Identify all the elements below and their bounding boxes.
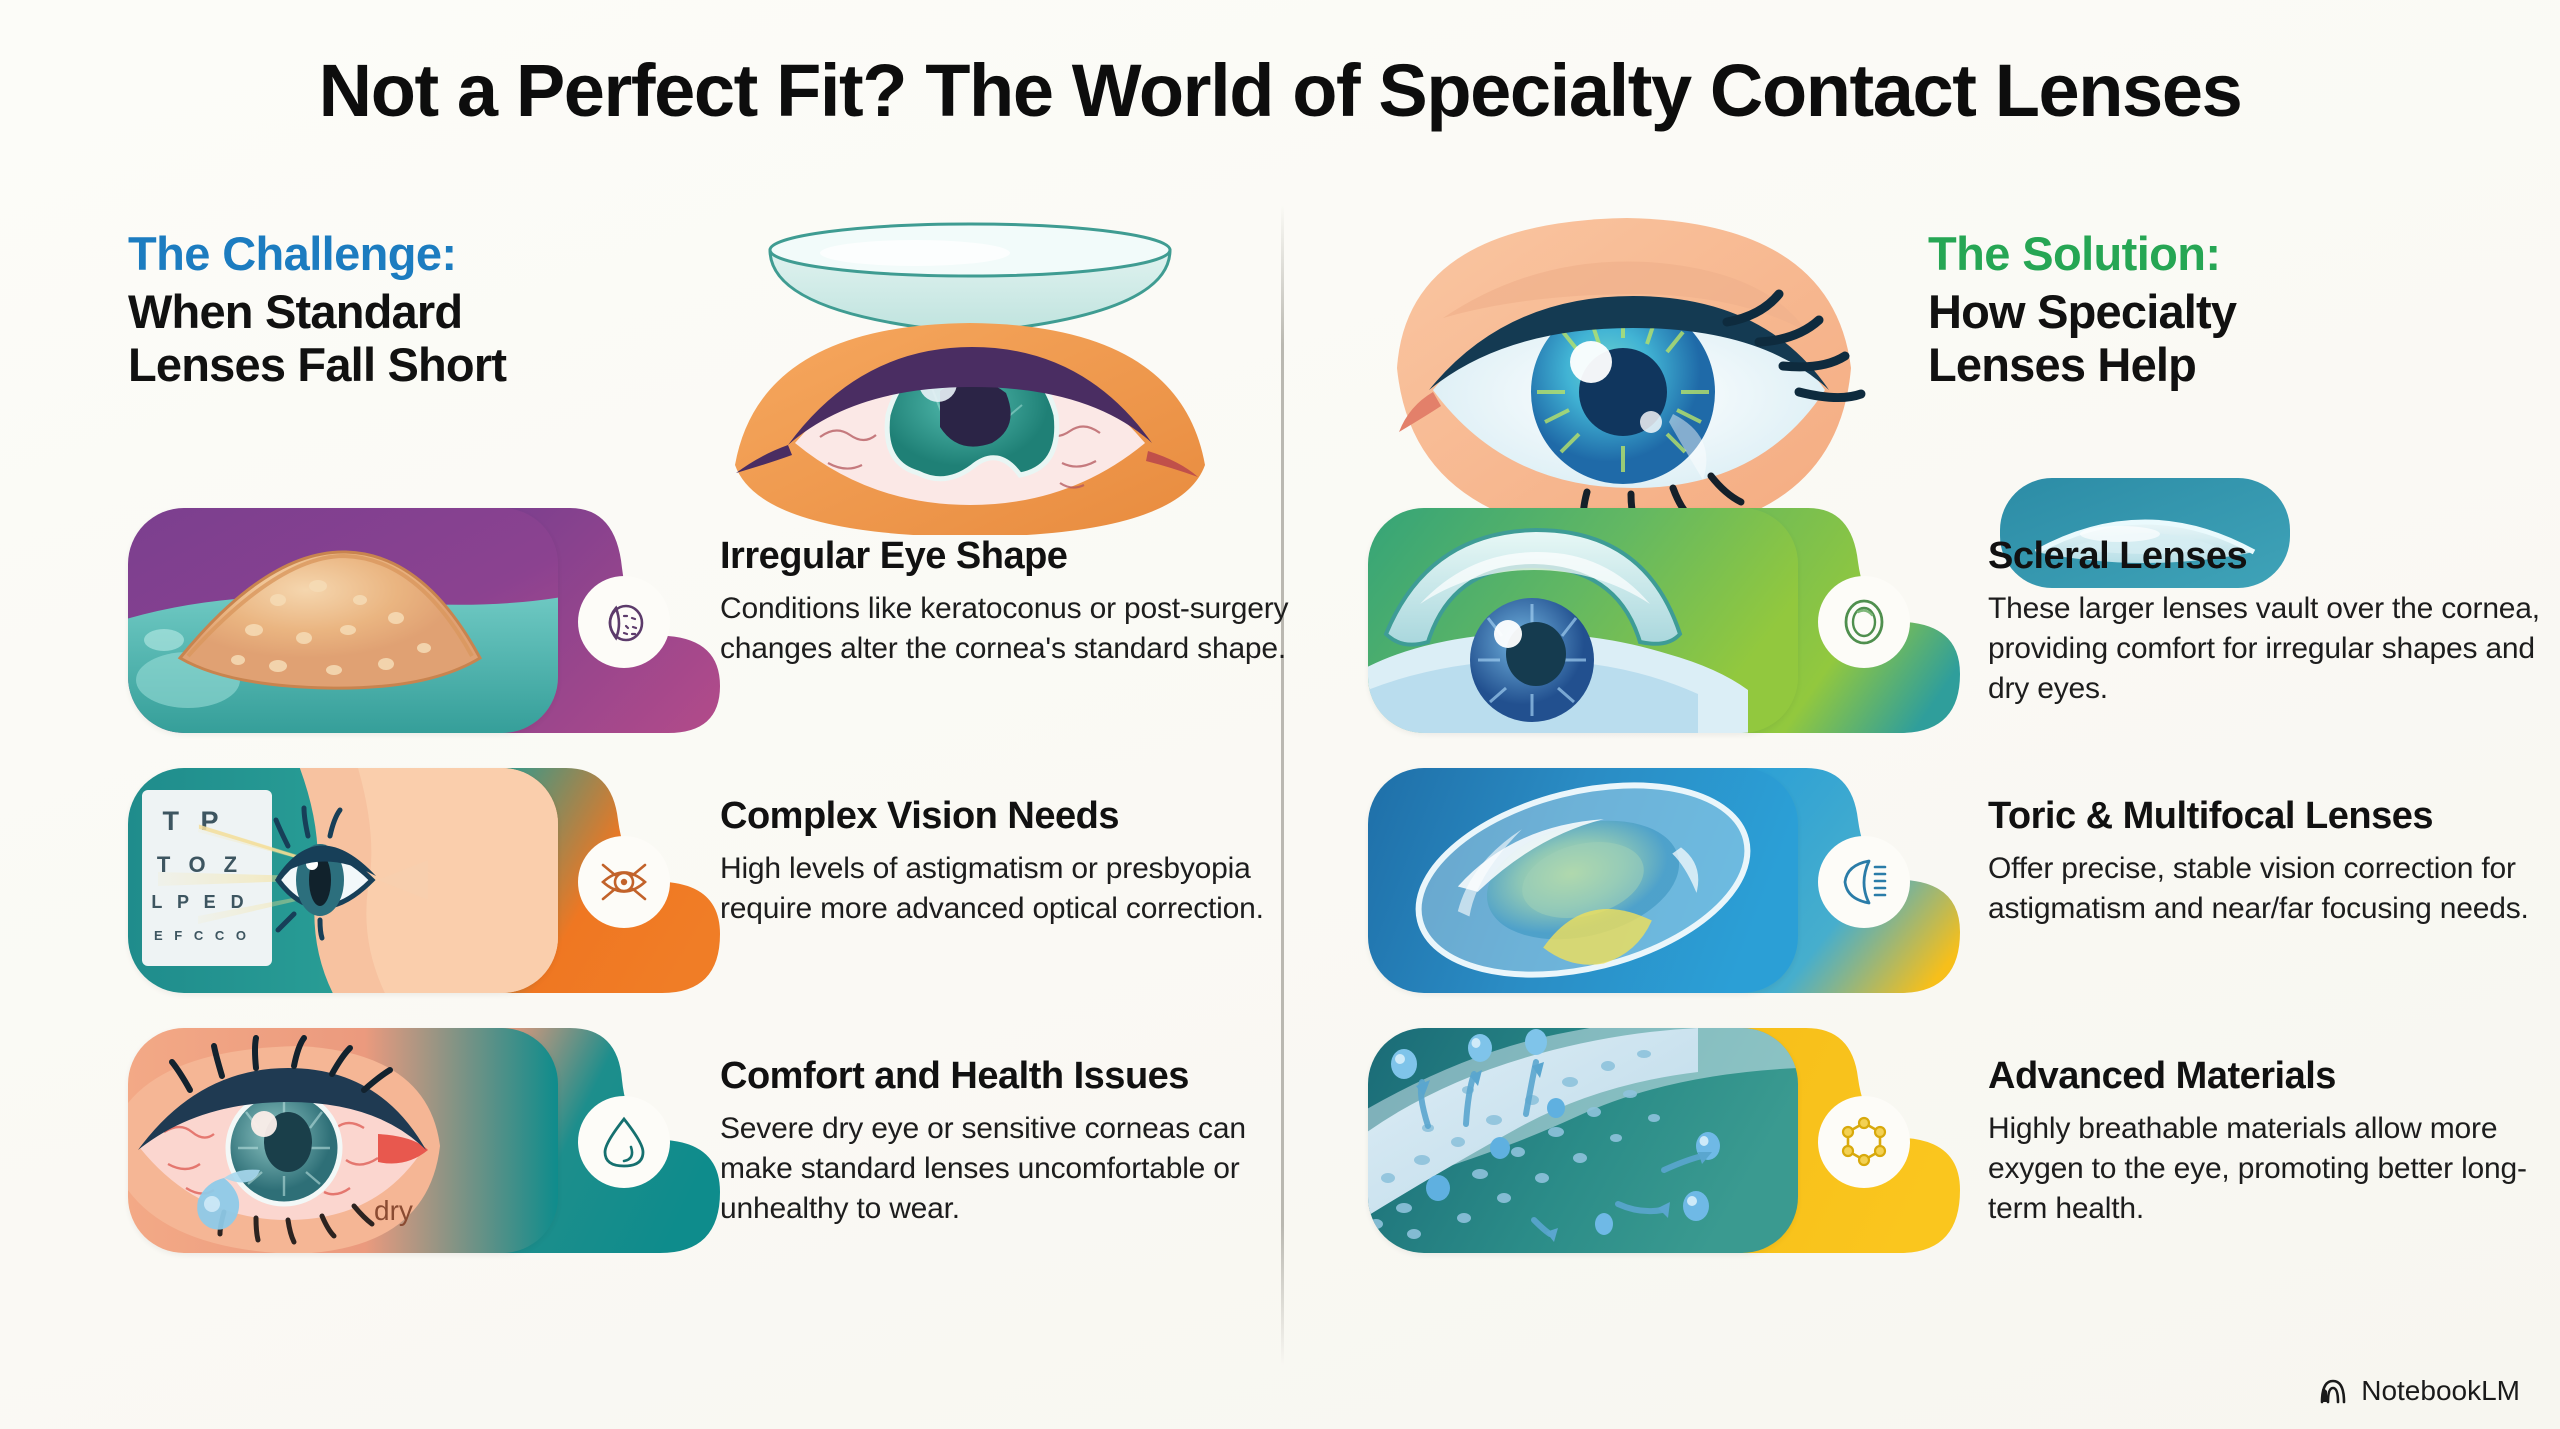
challenge-title-line1: When Standard [128, 284, 463, 338]
challenge-item-1-body: Conditions like keratoconus or post-surg… [720, 591, 1289, 665]
challenge-item-2-text: Complex Vision Needs High levels of asti… [720, 795, 1300, 929]
molecule-hexagon-icon [1841, 1116, 1887, 1167]
solution-column-heading: The Solution: How Specialty Lenses Help [1928, 227, 2528, 392]
dry-label: dry [374, 1195, 413, 1226]
scleral-lens-vault-illustration [1368, 508, 1798, 733]
column-divider [1281, 205, 1284, 1365]
eye-chart-row-4: E F C C O [154, 928, 250, 943]
eye-with-contact-lens-illustration [700, 205, 1240, 537]
eye-chart-vision-illustration: T P T O Z L P E D E F C C O [128, 768, 558, 993]
challenge-item-2-body: High levels of astigmatism or presbyopia… [720, 851, 1264, 925]
solution-title-line2: Lenses Help [1928, 338, 2197, 392]
solution-item-1: Scleral Lenses These larger lenses vault… [1368, 508, 2540, 740]
toric-multifocal-lens-illustration [1368, 768, 1798, 993]
multifocal-lens-icon-badge [1818, 836, 1910, 928]
solution-item-2: Toric & Multifocal Lenses Offer precise,… [1368, 768, 2538, 1000]
lens-ring-icon-badge [1818, 576, 1910, 668]
challenge-column-heading: The Challenge: When Standard Lenses Fall… [128, 227, 748, 392]
blurred-vision-eye-icon [601, 863, 647, 901]
solution-item-2-body: Offer precise, stable vision correction … [1988, 851, 2529, 925]
challenge-title-line2: Lenses Fall Short [128, 338, 507, 392]
challenge-item-3-text: Comfort and Health Issues Severe dry eye… [720, 1055, 1300, 1228]
challenge-item-3-heading: Comfort and Health Issues [720, 1055, 1189, 1097]
solution-item-3-heading: Advanced Materials [1988, 1055, 2336, 1097]
keratoconus-cornea-illustration [128, 508, 558, 733]
solution-item-3: Advanced Materials Highly breathable mat… [1368, 1028, 2538, 1260]
breathable-material-oxygen-illustration [1368, 1028, 1798, 1253]
solution-item-3-body: Highly breathable materials allow more e… [1988, 1111, 2527, 1225]
solution-eyebrow: The Solution: [1928, 227, 2221, 280]
solution-item-1-heading: Scleral Lenses [1988, 535, 2248, 577]
eye-chart-row-3: L P E D [151, 892, 248, 912]
cornea-cone-icon-badge [578, 576, 670, 668]
solution-title-line1: How Specialty [1928, 284, 2237, 338]
cornea-cone-icon [608, 604, 644, 642]
tear-drop-icon-badge [578, 1096, 670, 1188]
challenge-item-1: Irregular Eye Shape Conditions like kera… [128, 508, 1289, 740]
challenge-item-1-heading: Irregular Eye Shape [720, 535, 1068, 577]
challenge-item-1-text: Irregular Eye Shape Conditions like kera… [720, 535, 1300, 669]
lens-ring-icon [1844, 599, 1884, 645]
challenge-eyebrow: The Challenge: [128, 227, 457, 280]
dry-irritated-eye-illustration: dry [128, 1028, 558, 1253]
notebooklm-logo-icon [2320, 1379, 2346, 1404]
notebooklm-watermark: NotebookLM [2319, 1375, 2520, 1407]
multifocal-lens-icon [1843, 859, 1887, 905]
solution-item-2-text: Toric & Multifocal Lenses Offer precise,… [1988, 795, 2548, 929]
solution-item-1-body: These larger lenses vault over the corne… [1988, 591, 2540, 705]
challenge-item-3: dry Comfort and Health Issues Severe dry… [128, 1028, 1258, 1260]
blurred-vision-eye-icon-badge [578, 836, 670, 928]
challenge-item-3-body: Severe dry eye or sensitive corneas can … [720, 1111, 1246, 1225]
page-title: Not a Perfect Fit? The World of Specialt… [318, 49, 2243, 132]
solution-item-2-heading: Toric & Multifocal Lenses [1988, 795, 2433, 837]
molecule-hexagon-icon-badge [1818, 1096, 1910, 1188]
healthy-eye-illustration [1355, 200, 1915, 550]
tear-drop-icon [603, 1116, 645, 1168]
solution-item-3-text: Advanced Materials Highly breathable mat… [1988, 1055, 2548, 1228]
challenge-item-2-heading: Complex Vision Needs [720, 795, 1119, 837]
watermark-label: NotebookLM [2361, 1375, 2520, 1406]
scleral-lens-profile-illustration [2000, 478, 2290, 588]
challenge-item-2: T P T O Z L P E D E F C C O [128, 768, 1264, 1000]
solution-item-1-text: Scleral Lenses These larger lenses vault… [1988, 535, 2548, 708]
